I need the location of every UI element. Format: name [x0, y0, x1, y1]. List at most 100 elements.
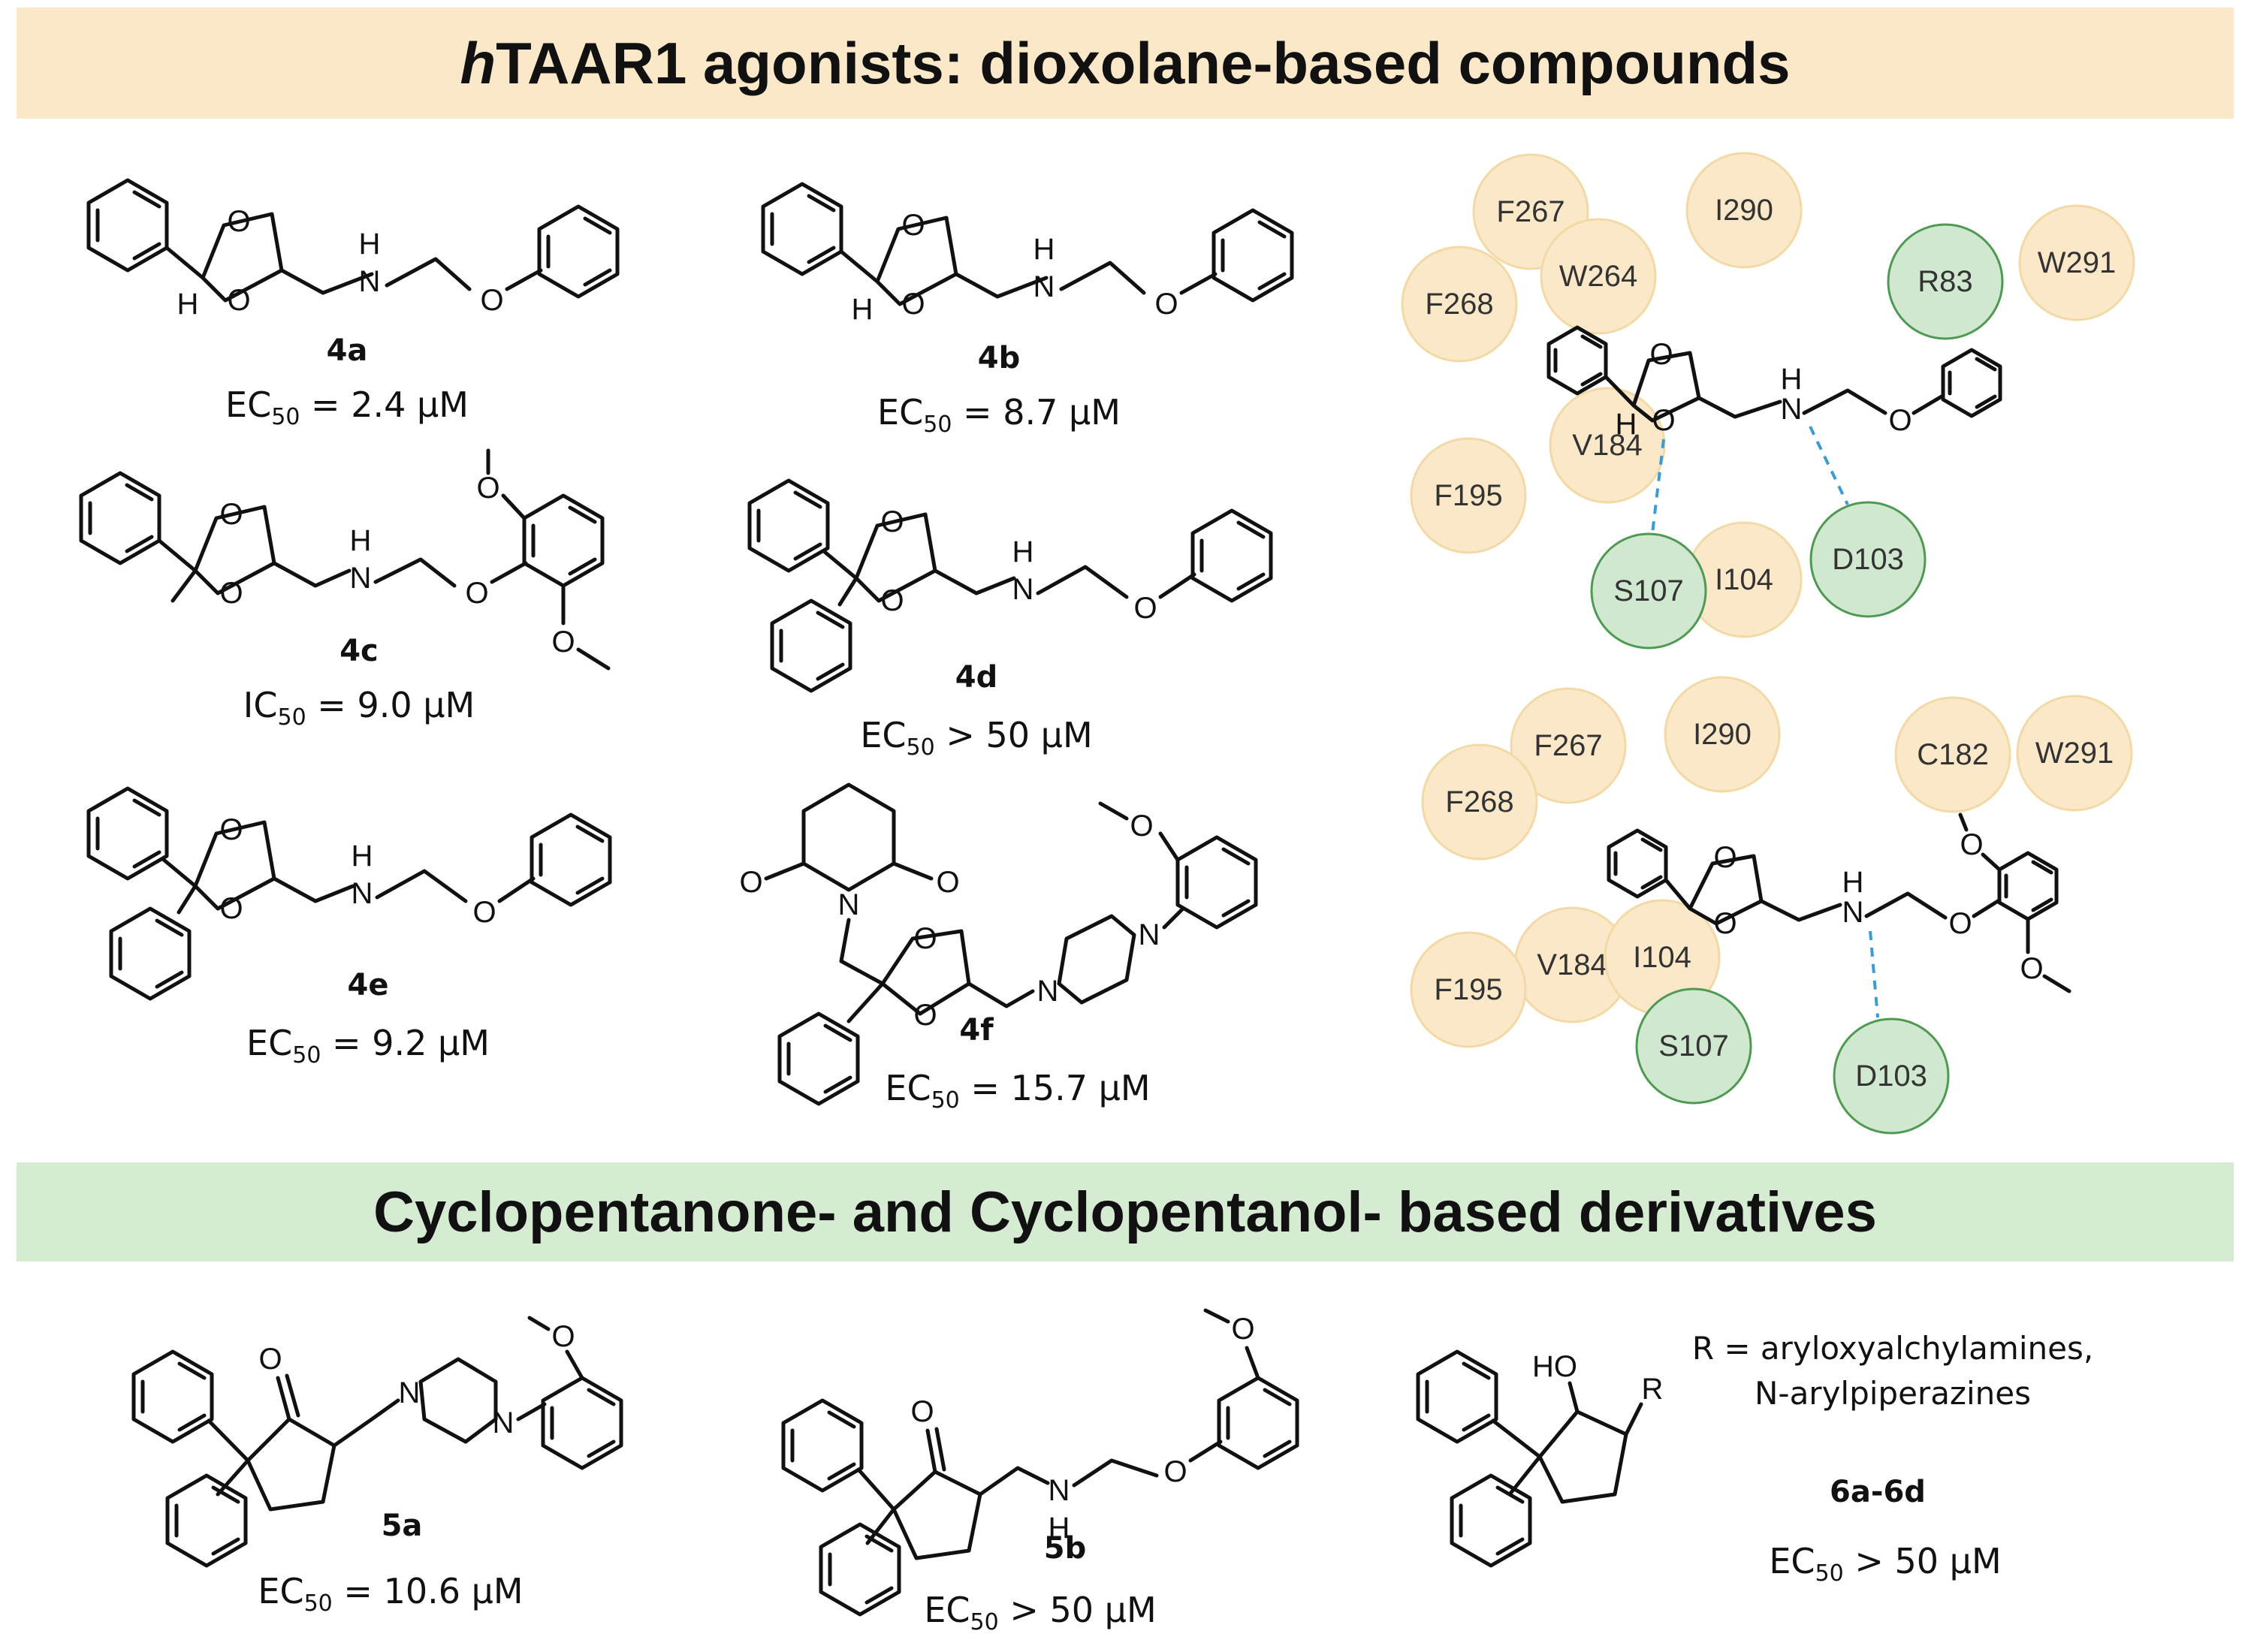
atom-O: O: [913, 922, 937, 955]
activity-4e: EC50 = 9.2 µM: [246, 1023, 490, 1069]
svg-text:S107: S107: [1613, 574, 1683, 607]
svg-text:F267: F267: [1534, 729, 1602, 762]
svg-text:O: O: [1713, 841, 1737, 874]
atom-O: O: [227, 205, 250, 238]
atom-O: O: [936, 866, 959, 899]
label-4e: 4e: [348, 968, 389, 1002]
atom-O: O: [901, 209, 925, 242]
atom-O: O: [551, 1320, 575, 1353]
svg-text:O: O: [2020, 952, 2043, 985]
cyclopentanone-section-banner: Cyclopentanone- and Cyclopentanol- based…: [17, 1162, 2234, 1262]
r-group-note-line2: N-arylpiperazines: [1755, 1375, 2031, 1412]
atom-O: O: [472, 896, 496, 929]
atom-N: N: [493, 1406, 514, 1439]
atom-N: N: [359, 265, 381, 298]
residue-V184: V184: [1549, 387, 1666, 504]
residue-R83: R83: [1887, 223, 2004, 340]
atom-H: H: [177, 288, 199, 321]
atom-O: O: [901, 288, 925, 321]
atom-HO: HO: [1532, 1350, 1577, 1383]
atom-O: O: [880, 584, 904, 617]
residue-W291: W291: [2018, 204, 2135, 321]
residue-C182: C182: [1894, 696, 2011, 813]
residue-F268: F268: [1421, 743, 1538, 861]
svg-text:O: O: [1713, 907, 1737, 940]
atom-O: O: [1154, 288, 1178, 321]
svg-text:H: H: [1842, 866, 1864, 899]
structure-4b: O O H N H O: [763, 184, 1292, 326]
svg-text:O: O: [1948, 907, 1972, 940]
svg-text:I104: I104: [1715, 563, 1773, 596]
atom-H: H: [1049, 1512, 1070, 1545]
residue-F267: F267: [1510, 687, 1627, 804]
activity-4a: EC50 = 2.4 µM: [225, 384, 469, 430]
atom-O: O: [910, 1395, 934, 1428]
atom-O: O: [219, 813, 243, 846]
svg-text:H: H: [1781, 363, 1803, 396]
atom-N: N: [1139, 918, 1160, 951]
atom-N: N: [352, 877, 373, 910]
atom-O: O: [476, 472, 499, 505]
atom-O: O: [739, 866, 762, 899]
atom-H: H: [350, 524, 372, 557]
residue-V184: V184: [1513, 906, 1631, 1023]
svg-text:C182: C182: [1917, 738, 1989, 771]
section-title-cyclopentanone: Cyclopentanone- and Cyclopentanol- based…: [373, 1180, 1877, 1244]
svg-text:N: N: [1842, 896, 1864, 929]
svg-text:R83: R83: [1918, 265, 1972, 298]
atom-N: N: [1037, 975, 1059, 1008]
atom-N: N: [1033, 270, 1055, 303]
activity-4d: EC50 > 50 µM: [860, 715, 1092, 761]
structure-4d: O O N H O: [750, 481, 1271, 691]
label-4c: 4c: [339, 634, 379, 668]
svg-text:O: O: [1888, 404, 1912, 437]
label-5a: 5a: [382, 1509, 423, 1543]
atom-H: H: [359, 228, 381, 261]
atom-O: O: [219, 892, 243, 925]
svg-text:O: O: [1652, 404, 1675, 437]
structure-4f: O O N O O N N O: [739, 782, 1256, 1104]
svg-text:W264: W264: [1559, 260, 1638, 293]
atom-N: N: [1012, 573, 1034, 606]
r-group-note-line1: R = aryloxyalchylamines,: [1692, 1330, 2093, 1367]
residue-I104: I104: [1604, 899, 1721, 1016]
svg-text:F195: F195: [1434, 973, 1502, 1006]
atom-O: O: [880, 505, 904, 538]
structure-6a-6d: HO R: [1418, 1350, 1663, 1566]
label-4a: 4a: [327, 333, 368, 368]
residue-S107: S107: [1635, 987, 1752, 1105]
residue-W264: W264: [1540, 218, 1657, 335]
label-4d: 4d: [955, 660, 997, 695]
atom-O: O: [480, 284, 503, 317]
activity-5b: EC50 > 50 µM: [924, 1590, 1156, 1635]
residue-F195: F195: [1410, 931, 1527, 1048]
residue-F195: F195: [1410, 437, 1527, 554]
atom-N: N: [1049, 1474, 1070, 1507]
residue-W291: W291: [2016, 695, 2133, 812]
svg-text:N: N: [1781, 393, 1803, 426]
structure-5b: O N H O O: [783, 1308, 1297, 1614]
title-italic-h: h: [460, 29, 496, 96]
residue-D103: D103: [1809, 501, 1927, 618]
svg-text:I290: I290: [1715, 194, 1773, 227]
svg-text:S107: S107: [1658, 1029, 1728, 1063]
residue-F268: F268: [1401, 246, 1518, 363]
svg-text:I290: I290: [1693, 718, 1752, 751]
atom-O: O: [1130, 809, 1153, 843]
atom-O: O: [227, 284, 250, 317]
residue-S107: S107: [1590, 532, 1707, 650]
structure-4a: O O H N H O: [89, 180, 617, 321]
atom-N: N: [838, 888, 860, 921]
label-6a-6d: 6a-6d: [1830, 1475, 1926, 1509]
activity-4c: IC50 = 9.0 µM: [243, 685, 475, 731]
atom-O: O: [219, 498, 243, 531]
label-4f: 4f: [959, 1013, 994, 1048]
residue-I290: I290: [1685, 152, 1803, 269]
activity-6a-6d: EC50 > 50 µM: [1769, 1541, 2001, 1587]
atom-N: N: [350, 562, 372, 595]
structure-4c: O O N H O O O: [81, 448, 611, 671]
svg-text:O: O: [1960, 828, 1983, 861]
atom-H: H: [852, 293, 874, 326]
structure-5a: O N N O: [134, 1316, 621, 1566]
